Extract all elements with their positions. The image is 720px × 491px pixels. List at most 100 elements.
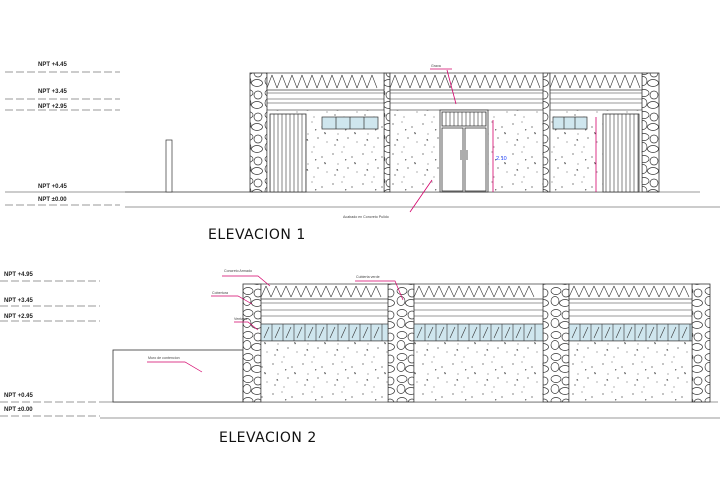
beam-lines (267, 92, 642, 104)
glass-hatch (362, 326, 369, 339)
window-band (321, 116, 588, 130)
note-label: Ventana (234, 317, 247, 321)
truss-member (469, 74, 476, 89)
truss-member (609, 74, 616, 89)
truss-member (375, 285, 382, 298)
truss-member (493, 285, 500, 298)
glass-hatch (681, 326, 688, 339)
glass-hatch (449, 326, 456, 339)
level-label: NPT +0.45 (38, 184, 68, 190)
truss-member (399, 74, 406, 89)
truss-member (663, 285, 670, 298)
glass-hatch (615, 326, 622, 339)
stone-column (542, 283, 570, 403)
truss-member (438, 285, 445, 298)
truss-band (260, 283, 693, 300)
truss-member (346, 74, 353, 89)
truss-member (494, 74, 501, 89)
truss-member (614, 74, 621, 89)
truss-member (321, 74, 328, 89)
truss-member (503, 285, 510, 298)
glass-hatch (515, 326, 522, 339)
truss-member (613, 285, 620, 298)
truss-member (444, 74, 451, 89)
glass-hatch (373, 326, 380, 339)
truss-member (361, 74, 368, 89)
truss-member (518, 285, 525, 298)
truss-member (424, 74, 431, 89)
glass-hatch (670, 326, 677, 339)
truss-member (311, 74, 318, 89)
double-door (439, 109, 489, 193)
wooden-door (602, 113, 640, 193)
note-label: Acabado en Concreto Pulido (343, 215, 389, 219)
truss-member (270, 285, 277, 298)
truss-member (564, 74, 571, 89)
truss-member (370, 285, 377, 298)
glass-hatch (648, 326, 655, 339)
stone-column (387, 283, 415, 403)
glass-hatch (526, 326, 533, 339)
retaining-wall (112, 349, 244, 403)
truss-member (295, 285, 302, 298)
truss-member (360, 285, 367, 298)
leader-lines (147, 275, 404, 373)
glass-hatch (571, 326, 578, 339)
truss-member (454, 74, 461, 89)
truss-member (628, 285, 635, 298)
truss-member (619, 74, 626, 89)
truss-member (419, 74, 426, 89)
truss-member (413, 285, 420, 298)
truss-member (579, 74, 586, 89)
glass-hatch (351, 326, 358, 339)
level-label: NPT +3.45 (38, 89, 68, 95)
truss-member (356, 74, 363, 89)
truss-member (429, 74, 436, 89)
truss-member (345, 285, 352, 298)
level-label: NPT ±0.00 (38, 197, 67, 203)
truss-member (589, 74, 596, 89)
truss-member (280, 285, 287, 298)
glass-hatch (416, 326, 423, 339)
truss-member (483, 285, 490, 298)
level-label: NPT +0.45 (4, 393, 34, 399)
glass-hatch (504, 326, 511, 339)
truss-pattern (266, 74, 641, 89)
truss-member (513, 285, 520, 298)
glass-hatch (582, 326, 589, 339)
truss-member (504, 74, 511, 89)
truss-member (474, 74, 481, 89)
truss-member (578, 285, 585, 298)
note-label: Muro de contencion (148, 356, 180, 360)
elevation-1: NPT +4.45 NPT +3.45 NPT +2.95 NPT +0.45 … (5, 62, 720, 243)
truss-member (568, 285, 575, 298)
truss-member (624, 74, 631, 89)
truss-member (320, 285, 327, 298)
truss-member (276, 74, 283, 89)
truss-member (371, 74, 378, 89)
truss-member (678, 285, 685, 298)
truss-member (423, 285, 430, 298)
truss-member (325, 285, 332, 298)
glass-hatch (307, 326, 314, 339)
glass-hatch (637, 326, 644, 339)
truss-member (638, 285, 645, 298)
truss-member (528, 285, 535, 298)
truss-member (414, 74, 421, 89)
truss-member (673, 285, 680, 298)
truss-member (418, 285, 425, 298)
elevation-title: ELEVACION 1 (208, 227, 306, 243)
truss-member (519, 74, 526, 89)
truss-member (643, 285, 650, 298)
level-label: NPT +4.45 (38, 62, 68, 68)
truss-member (305, 285, 312, 298)
truss-member (260, 285, 267, 298)
window-band (260, 323, 693, 342)
truss-member (434, 74, 441, 89)
post (165, 139, 173, 193)
truss-member (326, 74, 333, 89)
truss-member (574, 74, 581, 89)
truss-member (366, 74, 373, 89)
level-labels-1: NPT +4.45 NPT +3.45 NPT +2.95 NPT +0.45 … (38, 62, 68, 203)
